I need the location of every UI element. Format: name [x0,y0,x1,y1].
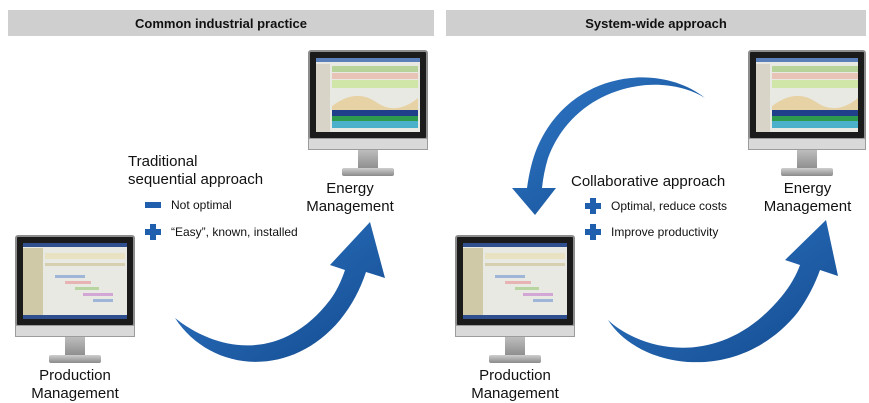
minus-icon [143,195,163,215]
plus-icon [583,196,603,216]
energy-screen-left [316,58,420,132]
right-panel-header: System-wide approach [446,10,866,36]
plus-icon [143,222,163,242]
left-title-line1: Traditional [128,153,198,170]
right-bullet-2-text: Improve productivity [611,225,719,239]
energy-label-left: Energy Management [306,180,394,215]
production-screen-right [463,243,567,319]
right-bullet-1: Optimal, reduce costs [583,196,727,216]
energy-monitor-left [308,50,428,180]
production-screen-left [23,243,127,319]
right-bottom-arrow [608,220,838,363]
energy-monitor-right [748,50,868,180]
right-bullet-1-text: Optimal, reduce costs [611,199,728,213]
right-title: Collaborative approach [571,173,726,190]
production-label-right: Production Management [471,367,559,402]
left-bullet-minus: Not optimal [143,195,232,215]
energy-screen-right [756,58,858,132]
production-monitor-left [15,235,135,365]
right-bullet-2: Improve productivity [583,222,718,242]
energy-label-right: Energy Management [763,180,852,215]
left-panel-header: Common industrial practice [8,10,434,36]
right-top-arrow [512,77,705,215]
left-bullet-1-text: Not optimal [171,198,232,212]
left-title: Traditional sequential approach [128,153,263,189]
left-title-line2: sequential approach [128,171,264,188]
left-arrow [175,222,385,362]
left-bullet-plus: “Easy”, known, installed [143,222,298,242]
plus-icon [583,222,603,242]
left-bullet-2-text: “Easy”, known, installed [171,225,298,239]
production-monitor-right [455,235,575,365]
production-label-left: Production Management [31,367,119,402]
